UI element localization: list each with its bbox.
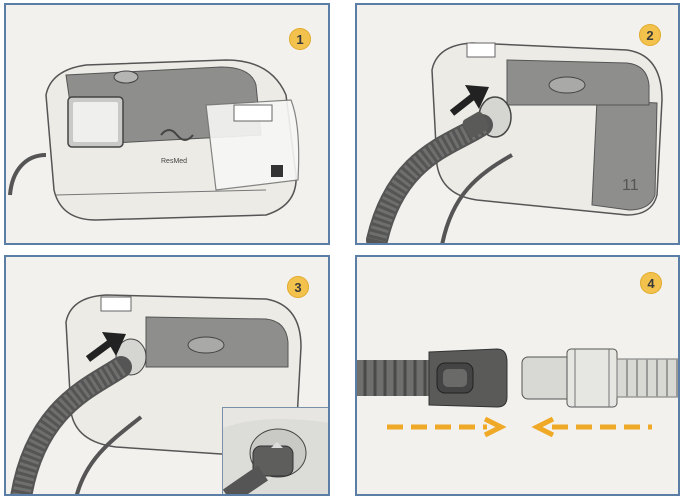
step-badge: 4 [640, 272, 662, 294]
step-panel-4: 4 [355, 255, 680, 496]
push-arrow-icon [85, 332, 126, 362]
connect-arrow-left-icon [531, 416, 652, 438]
connector-closeup [223, 419, 328, 494]
device-illustration: ResMed [8, 59, 300, 221]
step-panel-1: ResMed 1 [4, 3, 330, 245]
connect-arrow-right-icon [387, 416, 507, 438]
tube-connection-illustration [357, 348, 678, 438]
device-brand-label: ResMed [161, 158, 187, 165]
step-panel-3: 3 [4, 255, 330, 496]
step-badge: 3 [287, 276, 309, 298]
detail-inset [222, 407, 328, 494]
device-rear-illustration: 11 [366, 42, 663, 243]
device-numeral: 11 [622, 177, 639, 194]
push-arrow-icon [449, 85, 489, 116]
step-badge: 1 [289, 28, 311, 50]
step-panel-2: 11 2 [355, 3, 680, 245]
step-badge: 2 [639, 24, 661, 46]
